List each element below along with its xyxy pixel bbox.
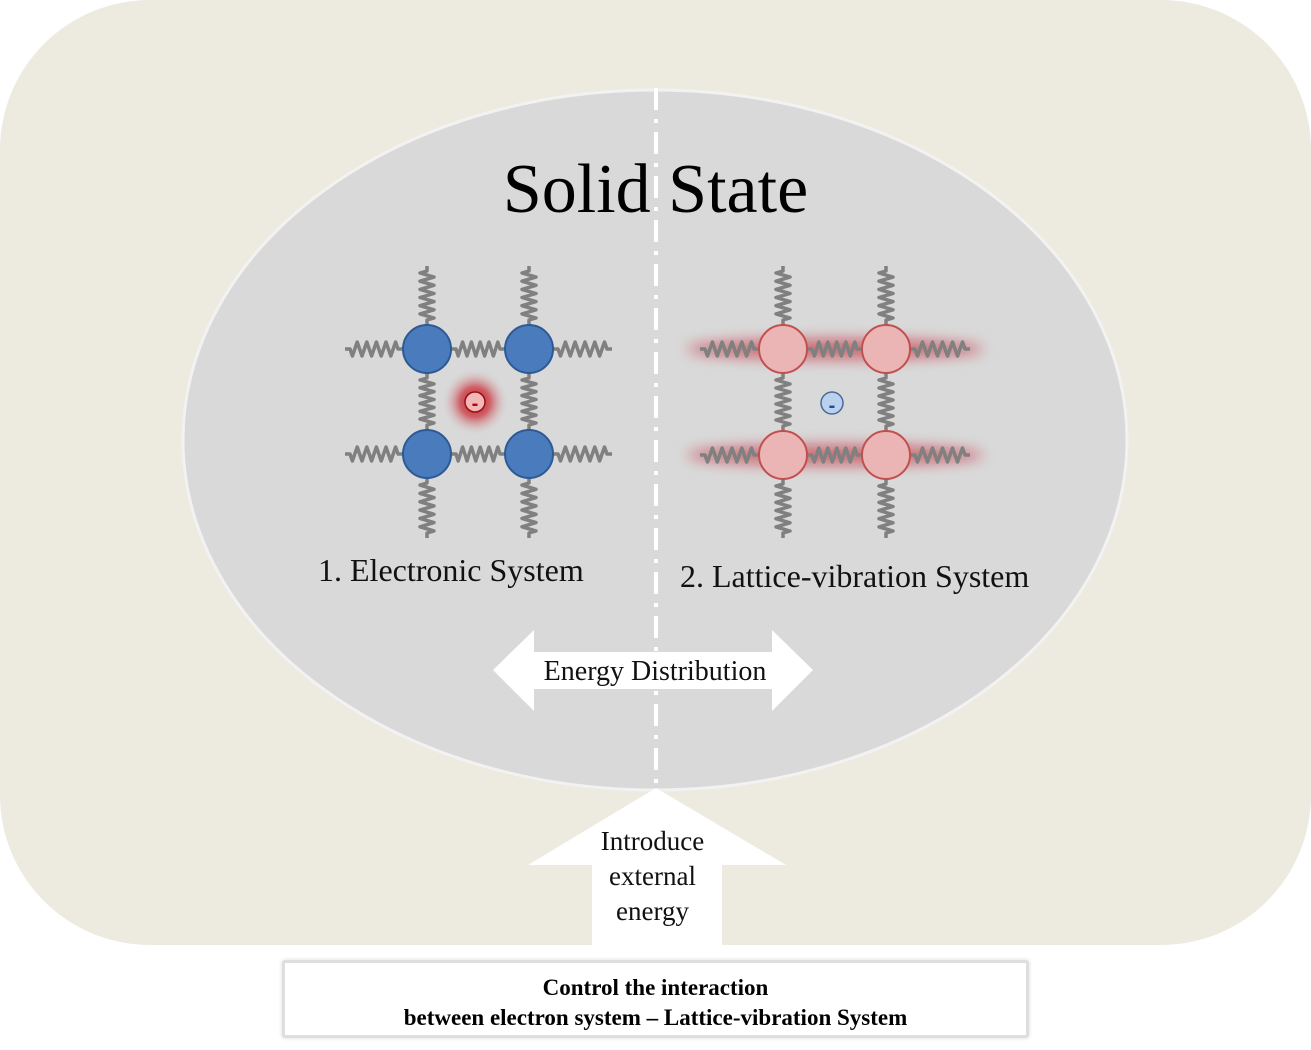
spring: [774, 266, 792, 325]
lattice-system-label: 2. Lattice-vibration System: [680, 558, 1030, 594]
energy-distribution-arrow: [493, 630, 813, 711]
spring: [418, 266, 436, 325]
external-energy-line-1: Introduce: [600, 826, 705, 856]
spring: [418, 373, 436, 430]
spring: [451, 340, 505, 358]
external-energy-arrow: [528, 788, 786, 945]
external-energy-label: Introduce external energy: [580, 824, 725, 929]
lattice-atom-bl: [758, 430, 808, 480]
spring: [910, 446, 970, 464]
spring: [700, 446, 759, 464]
external-energy-line-2: external: [609, 861, 696, 891]
lattice-charge-label: -: [829, 395, 836, 417]
spring: [520, 478, 538, 538]
electronic-system-label: 1. Electronic System: [318, 552, 584, 588]
electronic-springs: [345, 266, 612, 538]
spring: [553, 445, 612, 463]
control-interaction-box: Control the interaction between electron…: [282, 960, 1029, 1038]
spring: [418, 478, 436, 538]
lattice-atom-tr: [861, 324, 911, 374]
electronic-atom-bl: [402, 429, 452, 479]
electronic-atom-tr: [504, 324, 554, 374]
spring: [877, 373, 895, 431]
diagram-title: Solid State: [502, 151, 809, 228]
electronic-lattice: -: [345, 266, 612, 538]
spring: [451, 445, 505, 463]
spring: [807, 340, 862, 358]
electronic-atom-br: [504, 429, 554, 479]
spring: [877, 266, 895, 325]
control-line-1: Control the interaction: [542, 975, 769, 1000]
spring: [345, 445, 403, 463]
spring: [700, 340, 759, 358]
electron-charge-label: -: [472, 393, 479, 415]
control-line-2: between electron system – Lattice-vibrat…: [403, 1005, 908, 1030]
spring: [553, 340, 612, 358]
lattice-vibration-lattice: -: [687, 266, 983, 538]
energy-distribution-label: Energy Distribution: [543, 656, 767, 687]
lattice-springs: [700, 266, 970, 538]
spring: [910, 340, 970, 358]
spring: [774, 373, 792, 431]
lattice-atom-tl: [758, 324, 808, 374]
spring: [345, 340, 403, 358]
electronic-atom-tl: [402, 324, 452, 374]
external-energy-line-3: energy: [616, 896, 689, 926]
electron-particle: [464, 391, 486, 413]
lattice-atom-br: [861, 430, 911, 480]
spring: [520, 266, 538, 325]
spring: [774, 479, 792, 538]
spring: [877, 479, 895, 538]
spring: [520, 373, 538, 430]
spring: [807, 446, 862, 464]
lattice-electron: [820, 391, 844, 415]
